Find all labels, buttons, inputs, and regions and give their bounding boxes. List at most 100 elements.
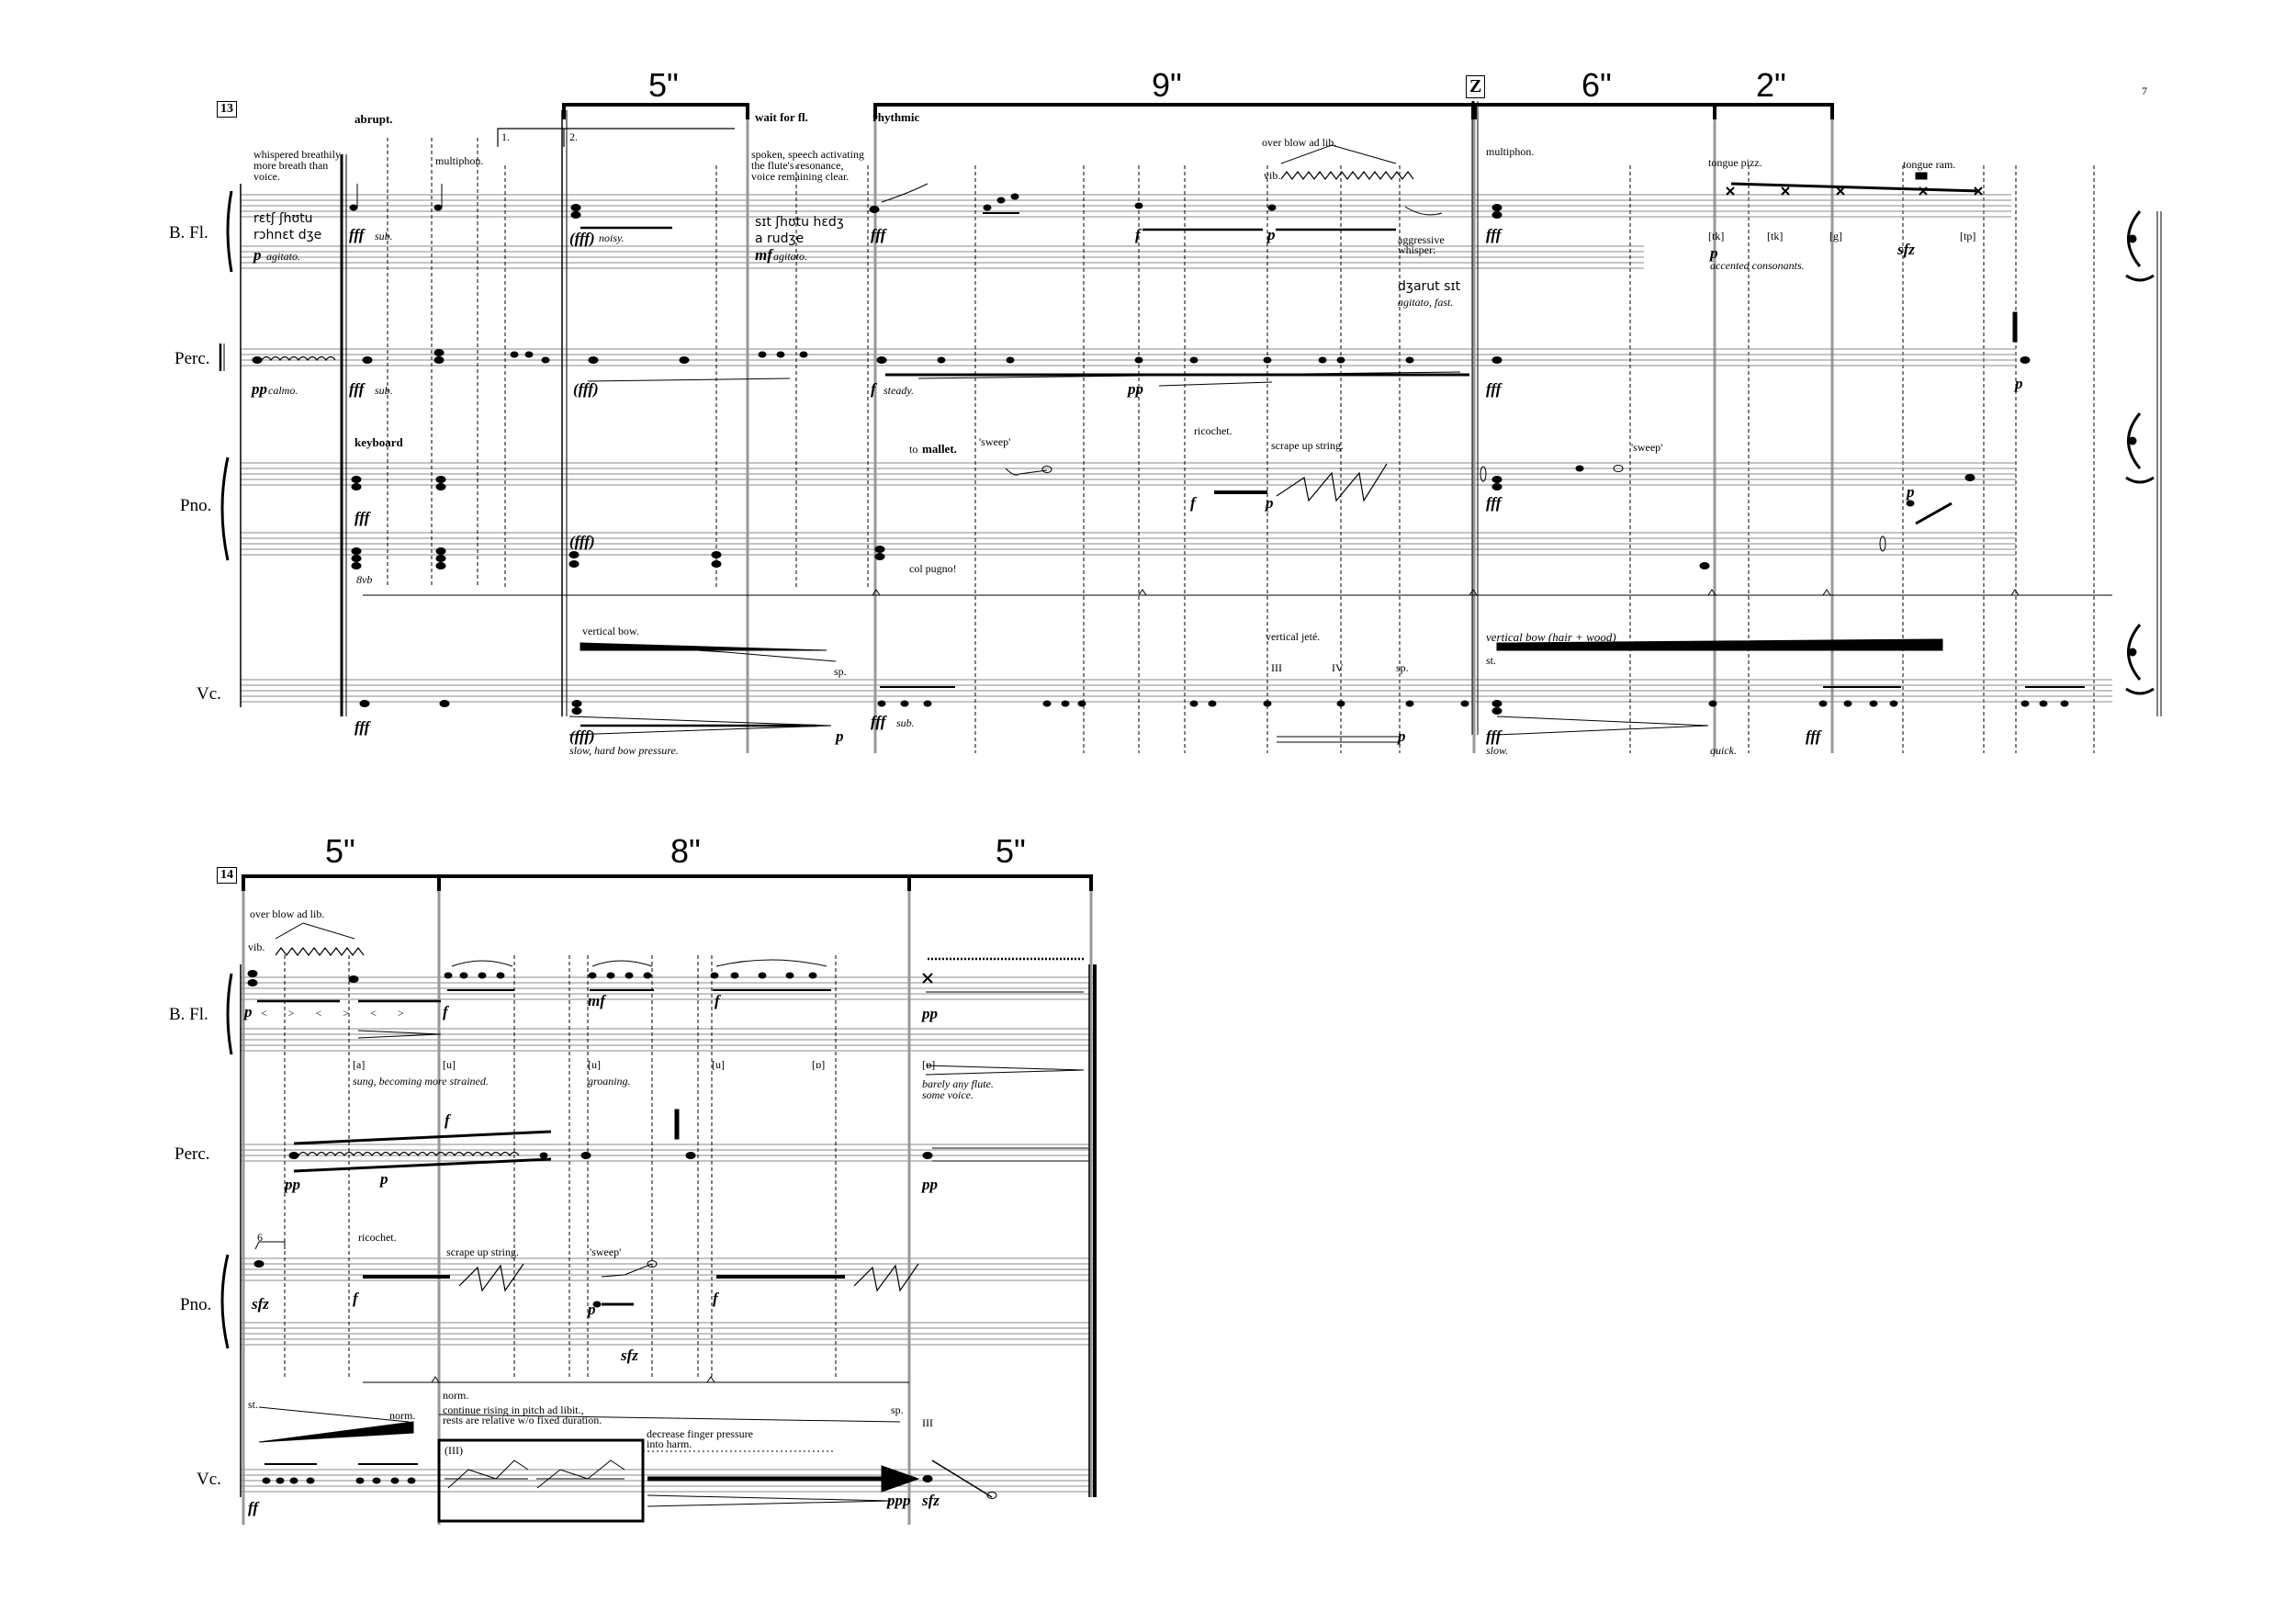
cello-string-IV: IV [1332, 661, 1344, 674]
rehearsal-letter: Z [1466, 75, 1486, 98]
flute2-accents: < > < > < > [261, 1007, 413, 1020]
flute-dyn-fff-2: fff [871, 226, 886, 243]
fermata-marks [2125, 210, 2155, 695]
flute-dyn-p-2: p [1267, 226, 1276, 243]
system-number-13: 13 [217, 101, 237, 118]
flute-instruction-tongue-pizz: tongue pizz. [1708, 156, 1762, 169]
piano-dyn-p: p [1266, 494, 1274, 512]
perc2-dyn-pp: pp [285, 1176, 300, 1193]
perc-dyn-sub: sub. [375, 384, 393, 397]
flute2-vowel-2: [u] [443, 1058, 456, 1071]
system-1-grey-time-lines [746, 110, 1834, 753]
piano-scrape: scrape up string. [1271, 439, 1344, 452]
flute-ipa-1: rɛtʃ ʃhʊtu [253, 211, 313, 226]
cello-dyn-fff-paren: (fff) [569, 727, 595, 745]
cello-dyn-p-2: p [1398, 727, 1406, 745]
flute2-dyn-f-2: f [715, 992, 720, 1009]
perc-dyn-f: f [871, 380, 876, 398]
flute-ipa-3: sɪt ʃhʊtu hɛdʒ [755, 215, 844, 230]
cello-vertical-jete: vertical jeté. [1266, 630, 1321, 643]
piano-col-pugno: col pugno! [909, 562, 957, 575]
cello-st: st. [1486, 654, 1497, 667]
cello-slow: slow. [1486, 744, 1509, 757]
flute-instruction-overblow: over blow ad lib. [1262, 136, 1337, 149]
flute2-dyn-mf: mf [588, 992, 605, 1009]
flute-dyn-p-3: p [1710, 244, 1718, 262]
piano-dyn-fff-paren: (fff) [569, 533, 595, 550]
flute2-dyn-f: f [443, 1003, 448, 1020]
cello-vertical-bow-hair-wood: vertical bow (hair + wood) [1486, 630, 1616, 644]
perc-calmo: calmo. [268, 384, 298, 397]
flute-instruction-spoken: spoken, speech activating the flute's re… [751, 148, 864, 183]
piano-dyn-f: f [1190, 494, 1196, 512]
piano2-dyn-f: f [353, 1290, 358, 1307]
instrument-name-piano-2: Pno. [180, 1295, 212, 1314]
cello-dyn-fff-2: fff [871, 713, 886, 730]
cello2-string-III-paren: (III) [445, 1444, 463, 1457]
cello2-dyn-ff: ff [248, 1499, 259, 1516]
cello-dyn-fff-3: fff [1486, 727, 1502, 745]
piano2-dyn-p: p [588, 1301, 596, 1318]
flute2-sung: sung, becoming more strained. [353, 1075, 489, 1088]
piano2-dyn-sfz-2: sfz [621, 1347, 638, 1364]
flute-instruction-wait: wait for fl. [755, 110, 808, 124]
cello2-norm-1: norm. [389, 1409, 416, 1422]
flute-consonant-4: [tp] [1960, 230, 1976, 242]
perc-dyn-pp: pp [252, 380, 267, 398]
duration-9s: 9" [1152, 66, 1182, 104]
flute-dyn-fff: fff [349, 226, 365, 243]
cello-string-III: III [1271, 661, 1282, 674]
system-2-notes [247, 922, 1088, 1523]
cello2-sp: sp. [891, 1403, 904, 1416]
flute-consonant-2: [tk] [1767, 230, 1784, 242]
flute2-vowel-3: [u] [588, 1058, 601, 1071]
piano-to: to [909, 443, 918, 456]
cello2-decrease: decrease finger pressure into harm. [647, 1427, 753, 1450]
flute-ipa-2: rɔhnɛt dʒe [253, 228, 322, 242]
perc2-dyn-f: f [445, 1111, 450, 1129]
piano2-dyn-f-2: f [713, 1290, 718, 1307]
cello-sp-1: sp. [834, 665, 847, 678]
cello2-continue: continue rising in pitch ad libit., rest… [443, 1403, 602, 1426]
piano-sweep-1: 'sweep' [979, 435, 1011, 448]
piano-8vb: 8vb [356, 573, 373, 586]
instrument-name-flute: B. Fl. [169, 223, 208, 242]
piano2-scrape: scrape up string. [446, 1245, 519, 1258]
page-number: 7 [2142, 85, 2147, 97]
flute-dyn-mf: mf [755, 246, 772, 264]
flute-instruction-whispered: whispered breathily. more breath than vo… [253, 148, 343, 183]
piano-dyn-p-2: p [1907, 483, 1915, 501]
cello-dyn-sub: sub. [896, 716, 915, 729]
cello-dyn-fff: fff [355, 718, 370, 736]
flute-dyn-f: f [1135, 226, 1141, 243]
flute-dyn-agitato-2: agitato. [773, 250, 808, 263]
flute-instruction-vib: vib. [1264, 169, 1281, 182]
piano-dyn-fff: fff [355, 509, 370, 526]
system-number-14: 14 [217, 867, 237, 884]
flute2-vowel-1: [a] [353, 1058, 366, 1071]
perc-dyn-fff-2: fff [1486, 380, 1502, 398]
instrument-name-cello: Vc. [197, 684, 221, 704]
system-1-time-brackets [497, 103, 1834, 147]
cello-sp-2: sp. [1396, 661, 1409, 674]
flute2-groaning: groaning. [588, 1075, 631, 1088]
flute2-vowel-6: [ɒ] [922, 1058, 936, 1071]
flute2-dyn-pp: pp [922, 1005, 938, 1022]
flute-ipa-5: dʒarut sɪt [1398, 279, 1461, 294]
cello-quick: quick. [1710, 744, 1737, 757]
system-2-barlines [242, 882, 1093, 1525]
flute-instruction-multiphon-2: multiphon. [1486, 145, 1535, 158]
flute-instruction-abrupt: abrupt. [355, 112, 393, 126]
system-1-staves-right [1644, 194, 2112, 703]
perc-dyn-fff-paren: (fff) [573, 380, 599, 398]
piano2-sweep: 'sweep' [590, 1245, 622, 1258]
cello2-st: st. [248, 1398, 259, 1411]
cello2-norm-2: norm. [443, 1389, 469, 1402]
flute2-barely: barely any flute. some voice. [922, 1077, 994, 1101]
flute-instruction-aggressive: aggressive whisper: [1398, 233, 1445, 256]
cello-slow-hard: slow, hard bow pressure. [569, 744, 679, 757]
duration2-5s-a: 5" [325, 832, 355, 870]
perc-dyn-pp-2: pp [1128, 380, 1143, 398]
